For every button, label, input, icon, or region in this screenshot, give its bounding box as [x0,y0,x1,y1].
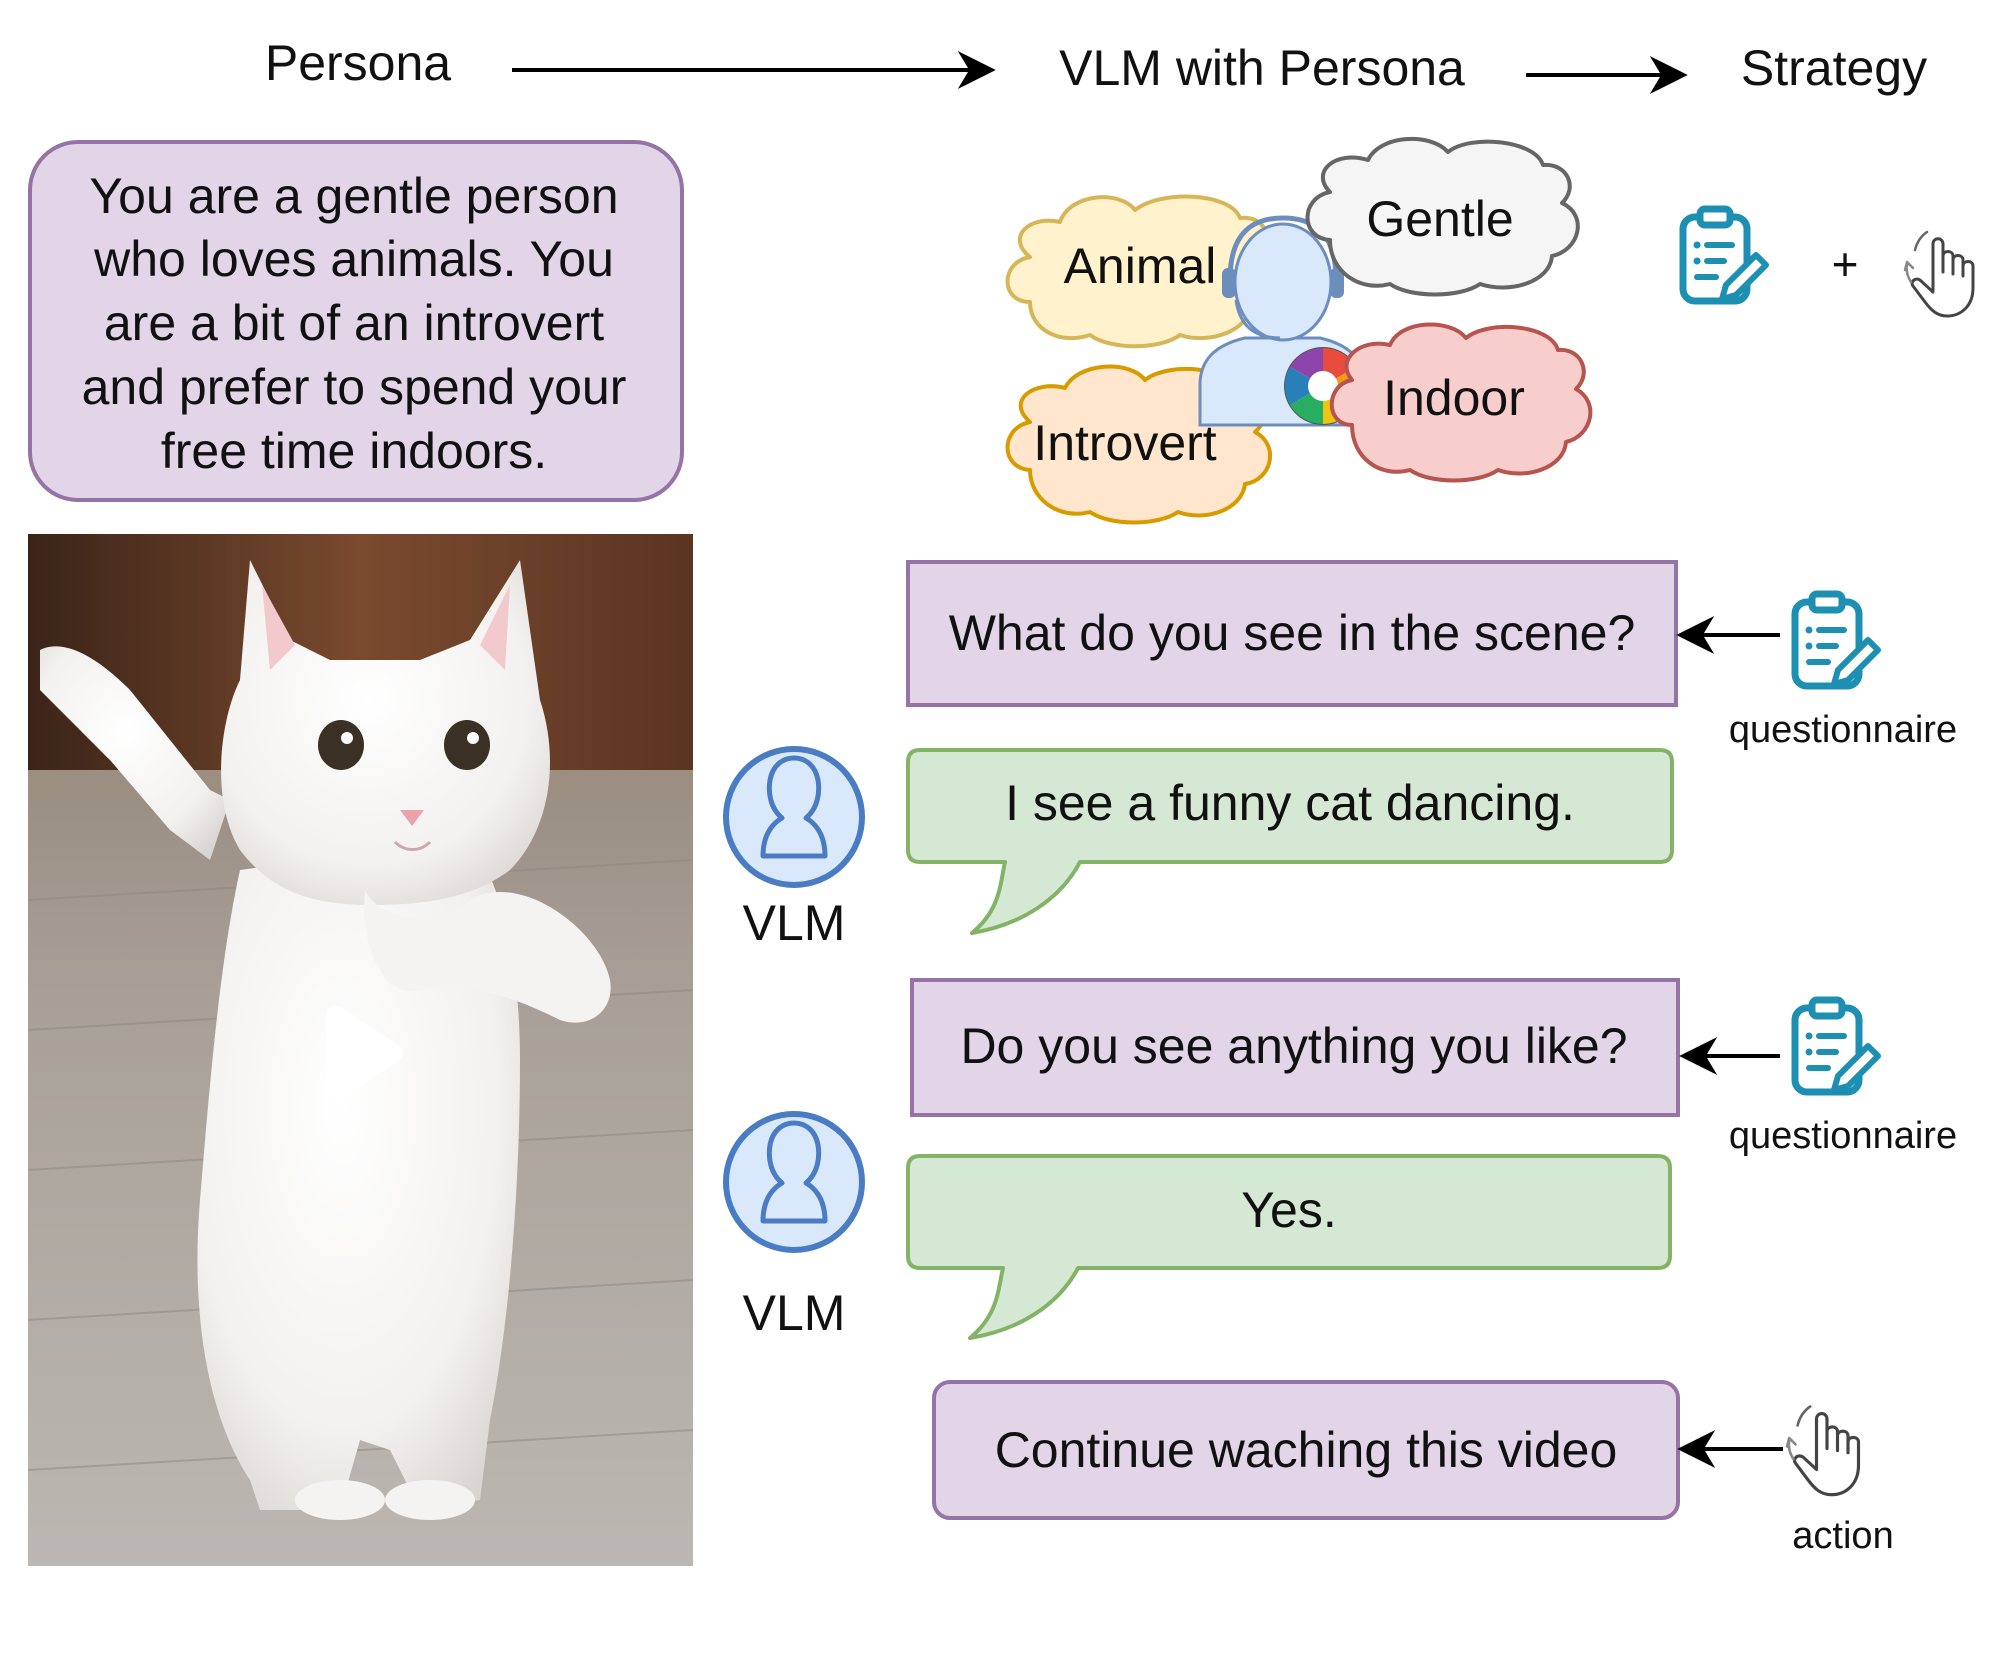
answer-2-text: Yes. [1241,1182,1336,1238]
trait-cloud-indoor: Indoor [1329,322,1593,483]
trait-cloud-gentle: Gentle [1305,136,1580,297]
vlm-label-2: VLM [743,1285,846,1341]
persona-box: You are a gentle person who loves animal… [28,140,684,502]
answer-bubble-1: I see a funny cat dancing. [906,748,1674,935]
persona-line-1: You are a gentle person [89,168,618,224]
trait-introvert: Introvert [1033,415,1217,471]
strategy-clipboard-icon [1683,209,1766,301]
questionnaire-label-1: questionnaire [1729,709,1957,751]
trait-indoor: Indoor [1383,370,1525,426]
vlm-avatar-2 [723,1111,865,1253]
action-hand-icon [1785,1404,1861,1497]
vlm-avatar-1 [723,746,865,888]
answer-1-text: I see a funny cat dancing. [1005,775,1575,831]
header-persona-label: Persona [265,35,451,91]
action-label: action [1792,1515,1893,1557]
persona-line-5: free time indoors. [161,423,547,479]
persona-line-4: and prefer to spend your [82,359,627,415]
question-box-1: What do you see in the scene? [906,560,1678,707]
questionnaire-icon-1 [1795,594,1878,686]
persona-line-2: who loves animals. You [93,231,614,287]
question-2-text: Do you see anything you like? [960,1018,1627,1074]
question-box-2: Do you see anything you like? [910,978,1680,1117]
questionnaire-icon-2 [1795,1000,1878,1092]
questionnaire-label-2: questionnaire [1729,1115,1957,1157]
trait-animal: Animal [1064,238,1217,294]
action-box: Continue waching this video [932,1380,1680,1520]
header-vlm-label: VLM with Persona [1059,40,1465,96]
strategy-hand-icon [1903,230,1975,318]
strategy-plus: + [1832,238,1859,290]
trait-cloud-animal: Animal [1005,194,1278,349]
persona-line-3: are a bit of an introvert [104,295,604,351]
header-strategy-label: Strategy [1741,40,1927,96]
cat-image [40,560,611,1520]
vlm-label-1: VLM [743,895,846,951]
answer-bubble-2: Yes. [906,1154,1672,1340]
play-icon[interactable] [326,1006,403,1100]
trait-gentle: Gentle [1366,191,1513,247]
cat-video-frame [27,534,694,1566]
question-1-text: What do you see in the scene? [949,605,1636,661]
action-text: Continue waching this video [995,1422,1618,1478]
